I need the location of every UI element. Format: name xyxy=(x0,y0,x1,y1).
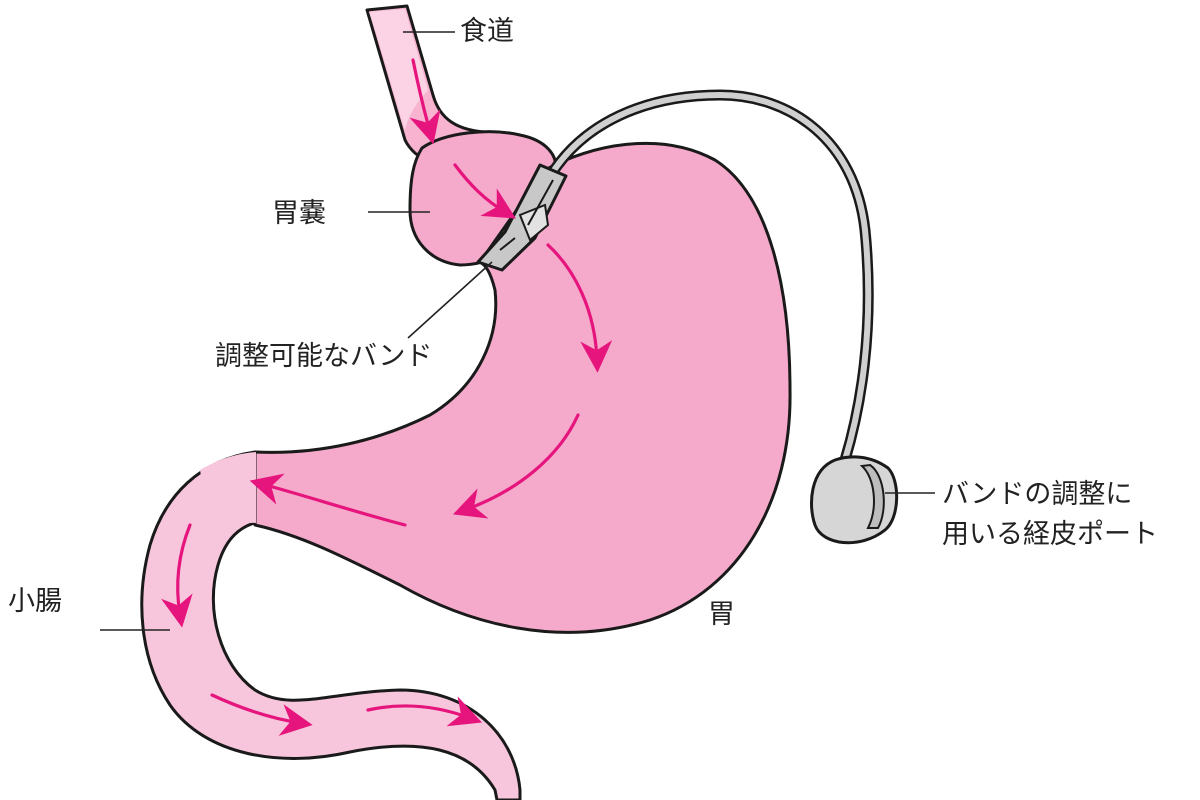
label-port-line1: バンドの調整に xyxy=(942,479,1132,510)
label-small-intestine: 小腸 xyxy=(8,586,62,617)
label-adjustable-band: 調整可能なバンド xyxy=(215,341,432,372)
flow-arrows xyxy=(161,58,613,736)
flow-arrow xyxy=(546,243,613,373)
flow-arrow xyxy=(453,163,516,219)
label-stomach: 胃 xyxy=(708,599,735,630)
stomach-shape xyxy=(253,141,792,634)
duodenum-light-segment xyxy=(200,452,256,540)
flow-arrow xyxy=(366,696,483,727)
port-tube-inner xyxy=(542,91,872,463)
label-port-line2: 用いる経皮ポート xyxy=(942,519,1158,550)
flow-arrow xyxy=(249,473,407,527)
esophagus-light-segment xyxy=(369,9,428,130)
flow-arrow xyxy=(161,523,193,628)
label-esophagus: 食道 xyxy=(460,16,514,47)
label-gastric-pouch: 胃嚢 xyxy=(272,198,326,229)
small-intestine-shape xyxy=(140,450,522,800)
leader-adjustable-band xyxy=(407,261,493,339)
percutaneous-port xyxy=(810,455,899,545)
flow-arrow xyxy=(210,693,313,736)
flow-arrow xyxy=(452,413,580,519)
adjustable-band xyxy=(476,163,568,272)
flow-arrow xyxy=(409,58,441,145)
